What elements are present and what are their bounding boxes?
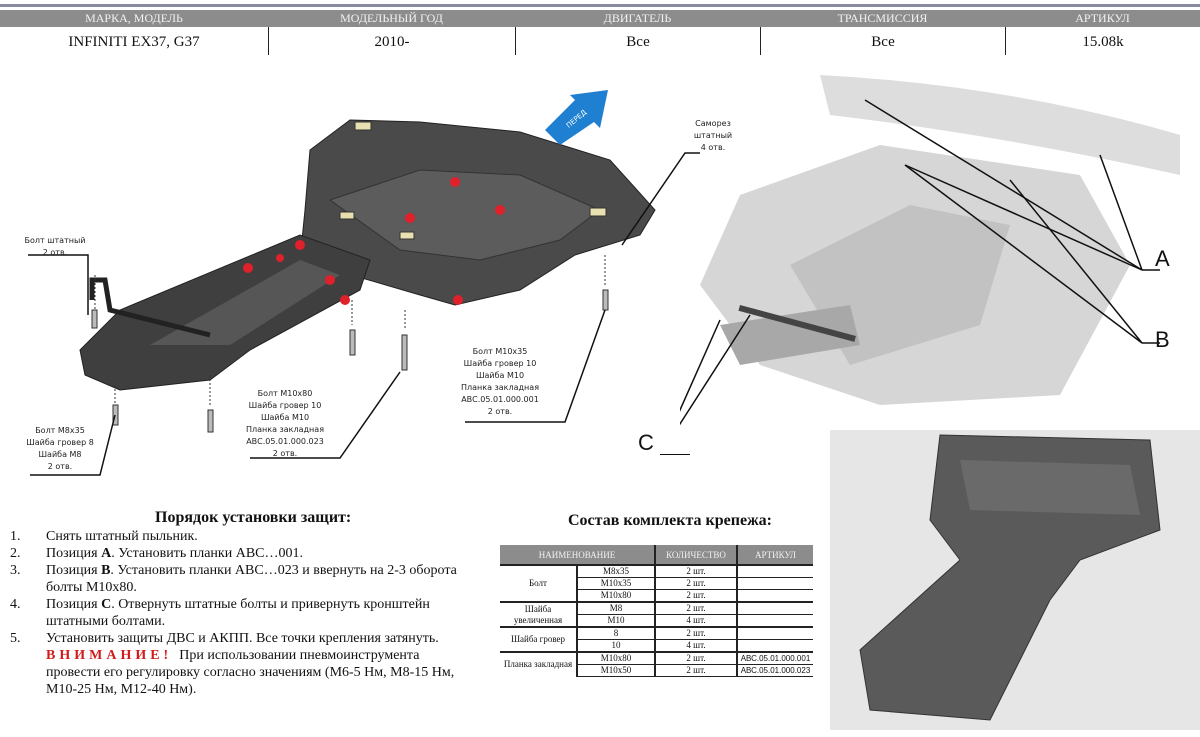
spec-values: INFINITI EX37, G37 2010- Все Все 15.08k xyxy=(0,27,1200,55)
item-qty: 4 шт. xyxy=(655,614,738,628)
header-engine: ДВИГАТЕЛЬ xyxy=(603,11,672,25)
top-rule xyxy=(0,4,1200,7)
item-size: 10 xyxy=(577,639,656,653)
step: 5.Установить защиты ДВС и АКПП. Все точк… xyxy=(10,631,455,697)
value-engine: Все xyxy=(515,27,760,55)
item-article xyxy=(737,614,813,628)
exploded-diagram: ПЕРЕД xyxy=(28,90,700,476)
item-qty: 2 шт. xyxy=(655,651,738,665)
item-size: М10х80 xyxy=(577,589,656,603)
mount-dots xyxy=(243,177,505,305)
bolt-guides xyxy=(94,255,606,405)
item-qty: 4 шт. xyxy=(655,639,738,653)
item-size: М8 xyxy=(577,601,656,615)
header-article: АРТИКУЛ xyxy=(1075,11,1130,25)
item-size: М10 xyxy=(577,614,656,628)
spec-header: МАРКА, МОДЕЛЬ МОДЕЛЬНЫЙ ГОД ДВИГАТЕЛЬ ТР… xyxy=(0,10,1200,27)
value-transmission: Все xyxy=(760,27,1005,55)
value-year: 2010- xyxy=(268,27,515,55)
item-qty: 2 шт. xyxy=(655,601,738,615)
col-article: АРТИКУЛ xyxy=(737,545,813,565)
bracket xyxy=(89,277,211,338)
value-article: 15.08k xyxy=(1005,27,1200,55)
step: 1.Снять штатный пыльник. xyxy=(10,529,198,544)
step: 3.Позиция В. Установить планки АВС…023 и… xyxy=(10,563,457,595)
step: 4.Позиция С. Отвернуть штатные болты и п… xyxy=(10,597,430,629)
item-size: М10х80 xyxy=(577,651,656,665)
item-size: 8 xyxy=(577,626,656,640)
header-make-model: МАРКА, МОДЕЛЬ xyxy=(85,11,183,25)
col-name: НАИМЕНОВАНИЕ xyxy=(500,545,656,565)
instructions-title: Порядок установки защит: xyxy=(155,509,352,526)
item-article xyxy=(737,601,813,615)
position-leaders xyxy=(680,99,1160,425)
installed-photo xyxy=(830,430,1200,730)
step: 2.Позиция А. Установить планки АВС…001. xyxy=(10,546,303,561)
kit-title: Состав комплекта крепежа: xyxy=(568,512,772,529)
item-article xyxy=(737,577,813,590)
item-name: Шайба гровер xyxy=(500,626,578,652)
item-qty: 2 шт. xyxy=(655,664,738,677)
warning-label: ВНИМАНИЕ! xyxy=(46,648,173,663)
underbody-photo xyxy=(680,75,1180,425)
position-b-label: B xyxy=(1155,327,1170,352)
mounting-plates xyxy=(339,121,607,240)
item-article: АВС.05.01.000.023 xyxy=(737,664,813,677)
item-name: Планка закладная xyxy=(500,651,578,677)
position-c-label: C xyxy=(638,430,654,455)
front-arrow-icon: ПЕРЕД xyxy=(545,90,608,145)
leader-lines xyxy=(28,152,700,476)
instructions-list: 1.Снять штатный пыльник. 2.Позиция А. Ус… xyxy=(10,528,460,698)
item-article: АВС.05.01.000.001 xyxy=(737,651,813,665)
item-size: М10х35 xyxy=(577,577,656,590)
item-article xyxy=(737,626,813,640)
item-article xyxy=(737,589,813,603)
warning-text: При использовании пневмоинструмента пров… xyxy=(46,648,455,697)
c-leader-tail xyxy=(660,454,690,455)
bolts xyxy=(91,289,609,433)
item-qty: 2 шт. xyxy=(655,589,738,603)
col-qty: КОЛИЧЕСТВО xyxy=(655,545,738,565)
header-year: МОДЕЛЬНЫЙ ГОД xyxy=(340,11,443,25)
value-make-model: INFINITI EX37, G37 xyxy=(68,34,200,50)
item-size: М10х50 xyxy=(577,664,656,677)
header-transmission: ТРАНСМИССИЯ xyxy=(837,11,928,25)
item-name: Болт xyxy=(500,564,578,602)
transmission-skid-plate xyxy=(79,234,371,391)
item-qty: 2 шт. xyxy=(655,577,738,590)
item-qty: 2 шт. xyxy=(655,564,738,578)
position-a-label: A xyxy=(1155,246,1170,271)
item-article xyxy=(737,639,813,653)
bumper xyxy=(820,75,1180,175)
engine-skid-plate xyxy=(299,119,656,306)
bracket-c xyxy=(738,304,856,342)
item-qty: 2 шт. xyxy=(655,626,738,640)
item-name: Шайба увеличенная xyxy=(500,601,578,627)
item-size: М8х35 xyxy=(577,564,656,578)
item-article xyxy=(737,564,813,578)
